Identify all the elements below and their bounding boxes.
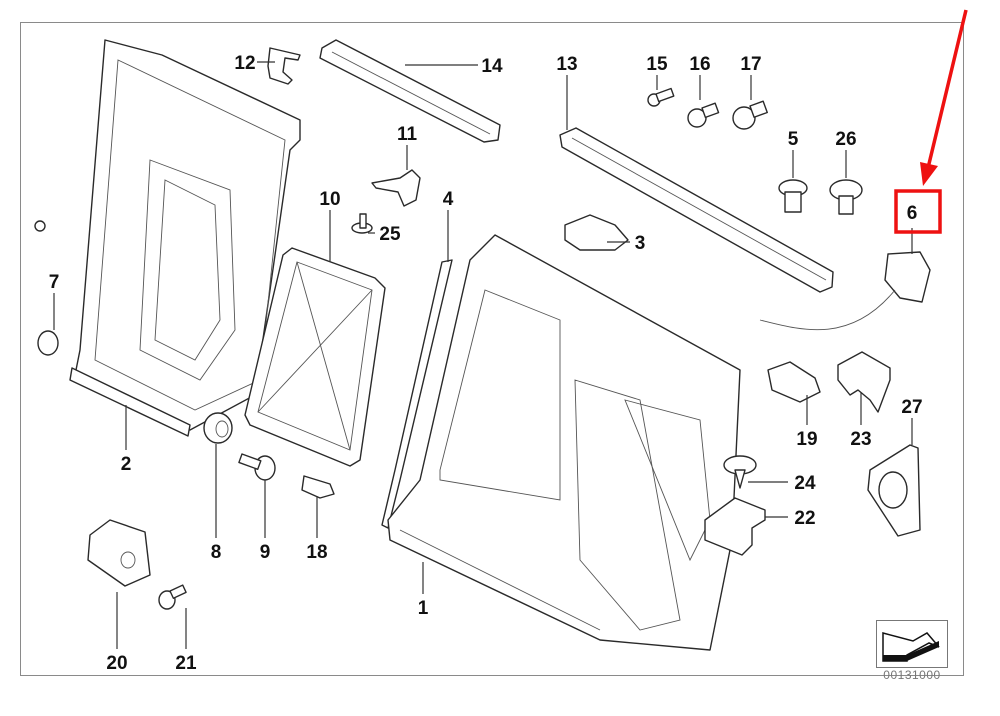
callout-26: 26 <box>835 129 856 150</box>
part-6-lock-cable <box>759 251 931 331</box>
callout-1: 1 <box>418 598 429 619</box>
callout-11: 11 <box>397 124 418 145</box>
part-12-clip <box>267 47 301 85</box>
callout-2: 2 <box>121 454 132 475</box>
part-14-rail <box>319 39 501 143</box>
callout-3: 3 <box>635 233 646 254</box>
reference-direction-box <box>876 620 948 668</box>
callout-9: 9 <box>260 542 271 563</box>
callout-14: 14 <box>481 56 503 77</box>
part-25-screw <box>351 213 373 234</box>
part-20-hinge <box>87 519 151 587</box>
part-23-bracket <box>837 351 891 413</box>
part-18-clip <box>301 475 335 499</box>
callout-20: 20 <box>106 653 127 674</box>
callout-16: 16 <box>689 54 710 75</box>
reference-code: 00131000 <box>883 668 941 682</box>
part-22-cover <box>704 497 766 556</box>
part-10-frame <box>244 247 386 467</box>
part-24-fastener <box>723 455 757 489</box>
callout-13: 13 <box>556 54 577 75</box>
callout-17: 17 <box>740 54 761 75</box>
callout-23: 23 <box>850 429 871 450</box>
callout-4: 4 <box>443 189 454 210</box>
part-26-plug <box>829 179 863 215</box>
highlight-box <box>894 189 942 234</box>
part-19-cover <box>767 361 821 403</box>
part-21-bolt <box>158 584 187 610</box>
part-9-bolt <box>238 453 276 481</box>
callout-18: 18 <box>306 542 327 563</box>
callout-10: 10 <box>319 189 340 210</box>
callout-21: 21 <box>175 653 197 674</box>
part-27-trim <box>867 444 921 537</box>
callout-19: 19 <box>796 429 817 450</box>
part-7-cap <box>37 330 59 356</box>
part-4-strip <box>381 259 453 529</box>
direction-arrow-icon <box>882 632 940 662</box>
part-8-bushing <box>203 412 233 444</box>
callout-12: 12 <box>234 53 255 74</box>
part-16-screw <box>687 102 720 128</box>
callout-25: 25 <box>379 224 401 245</box>
callout-8: 8 <box>211 542 222 563</box>
part-1-seat-back-frame-main <box>387 234 741 651</box>
callout-6: 6 <box>907 203 918 224</box>
callout-22: 22 <box>794 508 815 529</box>
part-17-screw <box>732 100 768 130</box>
callout-5: 5 <box>788 129 799 150</box>
leader-lines <box>53 61 913 649</box>
callout-27: 27 <box>901 397 922 418</box>
part-3-latch <box>564 214 629 251</box>
arrow-head-icon <box>920 162 938 186</box>
part-13-rail <box>559 127 834 293</box>
callout-7: 7 <box>49 272 60 293</box>
part-11-bracket <box>371 169 421 207</box>
part-5-clip <box>778 179 808 213</box>
highlight-arrow <box>926 9 968 169</box>
part-2-seat-back-frame-left <box>34 39 301 437</box>
callout-24: 24 <box>794 473 816 494</box>
part-15-screw <box>647 87 675 107</box>
callout-15: 15 <box>646 54 668 75</box>
highlight-annotation <box>894 9 968 234</box>
